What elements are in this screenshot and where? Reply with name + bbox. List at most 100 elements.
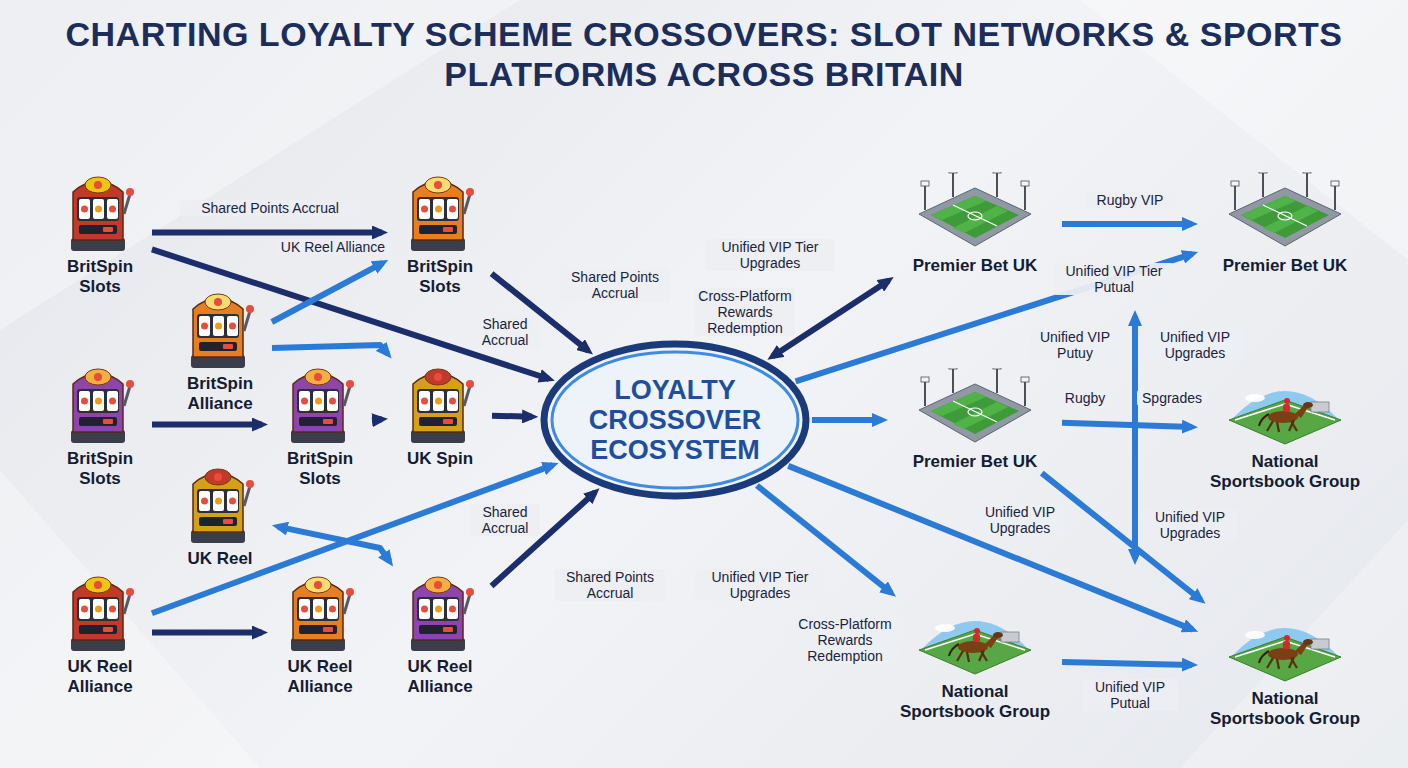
slot-network-node-shape-shape [199,491,210,511]
slot-network-node-shape-shape [246,305,254,313]
sports-platform-node-shape-shape [949,644,959,656]
slot-network-node-shape-shape [419,417,457,426]
slot-network-node-shape-shape [315,606,322,613]
slot-network-node-shape-shape [79,417,117,426]
sports-platform-node-shape-shape [1283,641,1290,649]
background-band [0,470,260,768]
slot-network-node-shape-shape [103,627,113,632]
slot-network-node-shape-shape [95,398,102,405]
slot-network-node-shape-shape [435,398,442,405]
sports-platform-node-shape-shape [996,173,998,197]
slot-network-node-shape-shape [81,206,88,213]
node-label: BritSpin Slots [390,257,490,297]
sports-platform-node-shape-shape [949,368,957,369]
slot-network-node-shape-shape [107,599,118,619]
sports-platform-node-shape-shape [973,634,980,642]
sports-platform-node-shape-shape [1289,420,1294,431]
slot-network-node-shape-shape [313,391,324,411]
slot-network-node-shape [185,285,255,370]
connector-label: Unified VIP Tier Upgrades [705,239,835,271]
sports-platform-node-shape-shape [1311,402,1329,412]
slot-network-node-shape-shape [417,197,459,221]
slot-network-node: BritSpin Slots [50,360,150,489]
sports-platform-node-shape-shape [1259,172,1267,173]
slot-network-node-shape-shape [201,498,208,505]
sports-platform-node-shape-shape [931,392,1019,434]
sports-platform-node-shape-shape [1263,206,1318,233]
sports-platform-node-shape-shape [1229,400,1341,444]
slot-network-node-shape-shape [447,599,458,619]
sports-platform-node-shape-shape [953,401,997,422]
slot-network-node-shape-shape [93,199,104,219]
sports-platform-node-shape-shape [1331,181,1339,186]
slot-network-node-shape-shape [94,581,102,589]
node-label: UK Reel Alliance [50,657,150,697]
connector-arrow [812,417,882,423]
connector-label: Unified VIP Putual [1082,679,1178,711]
slot-network-node-shape-shape [79,199,90,219]
slot-network-node-shape-shape [323,627,333,632]
slot-network-node-shape-shape [464,194,470,214]
slot-network-node-shape-shape [229,323,236,330]
slot-network-node-shape-shape [417,597,459,621]
connector-arrow [152,249,549,379]
sports-platform-node-shape-shape [1284,398,1290,404]
sports-platform-node-shape-shape [949,172,957,173]
sports-platform-node-shape-shape [921,377,929,382]
slot-network-node-shape-shape [79,391,90,411]
slot-network-node-shape-shape [329,606,336,613]
sports-platform-node-shape-shape [919,188,1031,246]
slot-network-node-shape-shape [419,599,430,619]
connector-note: Shared Accrual [470,316,540,348]
sports-platform-node-shape-shape [1021,181,1029,186]
slot-network-node-shape-shape [201,323,208,330]
sports-platform-node-shape-shape [993,368,1001,369]
slot-network-node-shape-shape [419,225,457,234]
connector-note: Shared Points Accrual [555,569,665,601]
sports-platform-node-shape-shape [1263,205,1307,226]
slot-network-node-shape-shape [246,480,254,488]
sports-platform-node-shape-shape [1024,186,1026,210]
diagram-title: CHARTING LOYALTY SCHEME CROSSOVERS: SLOT… [54,14,1354,94]
connector-arrow [1062,662,1192,665]
slot-network-node-shape-shape [215,323,222,330]
slot-network-node-shape-shape [229,498,236,505]
slot-network-node-shape-shape [323,419,333,424]
sports-platform-node-shape-shape [1284,635,1290,641]
slot-network-node-shape-shape [94,373,102,381]
node-label: BritSpin Slots [50,257,150,297]
sports-platform-node-shape-shape [993,172,1001,173]
connector-label: Shared Accrual [470,504,540,536]
connector-note: Unified VIP Upgrades [1145,329,1245,361]
sports-platform-node-shape-shape [968,408,982,416]
sports-platform-node-shape-shape [919,384,1031,442]
vertical-double-arrow [1132,316,1138,559]
connector-arrow [152,230,382,236]
slot-network-node-shape [405,360,475,445]
slot-network-node-shape-shape [85,369,111,385]
sports-platform-node-shape-shape [924,382,926,406]
slot-network-node-shape [185,460,255,545]
sports-platform-node-shape-shape [1303,402,1313,408]
slot-network-node-shape-shape [109,206,116,213]
background-band [1180,520,1408,768]
sports-platform-node-shape-shape [935,624,955,632]
slot-network-node-shape-shape [419,391,430,411]
slot-network-node: BritSpin Slots [270,360,370,489]
slot-network-node-shape-shape [299,391,310,411]
slot-network-node-shape-shape [107,391,118,411]
slot-network-node-shape-shape [77,389,119,413]
slot-network-node-shape-shape [443,227,453,232]
node-label: National Sportsbook Group [1205,689,1365,729]
slot-network-node-shape-shape [301,606,308,613]
node-label: Premier Bet UK [1205,256,1365,276]
slot-network-node-shape-shape [344,386,350,406]
slot-network-node-shape-shape [79,625,117,634]
sports-platform-node-shape-shape [1306,173,1308,197]
slot-network-node-shape-shape [435,206,442,213]
slot-network-node-shape-shape [419,625,457,634]
slot-network-node-shape-shape [449,606,456,613]
sports-platform-node-shape-shape [924,186,926,210]
slot-network-node-shape-shape [425,577,451,593]
